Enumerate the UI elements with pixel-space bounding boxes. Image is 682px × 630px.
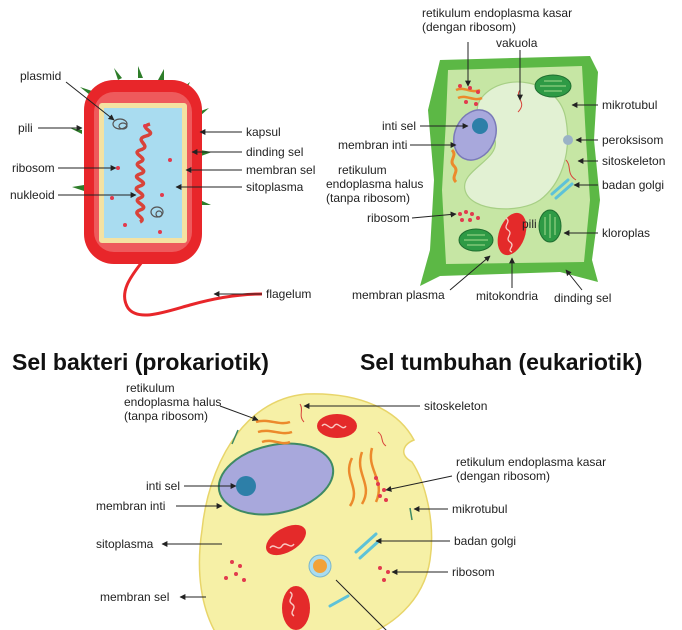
- animal-leaders: [161, 403, 453, 600]
- label-rek-kasar-2: (dengan ribosom): [422, 20, 516, 34]
- label-mikrotubul: mikrotubul: [602, 98, 657, 112]
- animal-cell-body: [198, 393, 433, 630]
- animal-ribosomes: [224, 560, 390, 582]
- label-plasmid: plasmid: [20, 69, 61, 83]
- animal-cell: [198, 393, 433, 630]
- label-a-badan-golgi: badan golgi: [454, 534, 516, 548]
- plant-cell: [420, 56, 600, 286]
- label-vakuola: vakuola: [496, 36, 538, 50]
- plant-peroxisome: [563, 135, 573, 145]
- label-badan-golgi: badan golgi: [602, 178, 664, 192]
- plant-title: Sel tumbuhan (eukariotik): [360, 349, 642, 375]
- label-membran-inti: membran inti: [338, 138, 407, 152]
- label-kapsul: kapsul: [246, 125, 281, 139]
- label-a-inti-sel: inti sel: [146, 479, 180, 493]
- label-pili: pili: [18, 121, 33, 135]
- animal-mitochondria: [266, 414, 357, 630]
- label-a-reh-1: retikulum: [126, 381, 175, 395]
- bacteria-plasmid: [112, 118, 164, 218]
- label-peroksisom: peroksisom: [602, 133, 663, 147]
- bacteria-flagellum: [123, 261, 263, 317]
- bacteria-ribosomes: [110, 124, 172, 234]
- label-a-mikrotubul: mikrotubul: [452, 502, 507, 516]
- label-sitoskeleton: sitoskeleton: [602, 154, 665, 168]
- animal-lysosome: [313, 559, 327, 573]
- plant-golgi: [550, 178, 574, 200]
- plant-chloroplasts: [458, 74, 572, 252]
- label-dinding-sel: dinding sel: [246, 145, 303, 159]
- animal-smooth-er: [255, 419, 293, 445]
- label-a-reh-3: (tanpa ribosom): [124, 409, 208, 423]
- label-ribosom: ribosom: [367, 211, 410, 225]
- label-reh-2: endoplasma halus: [326, 177, 423, 191]
- bacteria-labels: plasmid pili ribosom nukleoid kapsul din…: [10, 69, 315, 301]
- bacteria-title: Sel bakteri (prokariotik): [12, 349, 269, 375]
- animal-nucleolus: [236, 476, 256, 496]
- plant-leaders: [410, 42, 598, 291]
- label-pili: pili: [522, 217, 537, 231]
- label-nukleoid: nukleoid: [10, 188, 55, 202]
- label-mitokondria: mitokondria: [476, 289, 538, 303]
- label-reh-3: (tanpa ribosom): [326, 191, 410, 205]
- plant-labels: retikulum endoplasma kasar (dengan ribos…: [326, 6, 665, 305]
- bacteria-cell: [70, 66, 263, 317]
- label-rek-kasar-1: retikulum endoplasma kasar: [422, 6, 572, 20]
- plant-mitochondrion: [497, 212, 527, 256]
- label-a-sitoplasma: sitoplasma: [96, 537, 154, 551]
- animal-labels: retikulum endoplasma halus (tanpa riboso…: [96, 381, 606, 604]
- bacteria-leaders: [38, 81, 262, 297]
- plant-ribosomes: [458, 210, 480, 222]
- label-a-sitoskeleton: sitoskeleton: [424, 399, 487, 413]
- animal-nucleus: [217, 442, 335, 516]
- label-flagelum: flagelum: [266, 287, 311, 301]
- label-sitoplasma: sitoplasma: [246, 180, 304, 194]
- label-membran-plasma: membran plasma: [352, 288, 445, 302]
- label-kloroplas: kloroplas: [602, 226, 650, 240]
- label-inti-sel: inti sel: [382, 119, 416, 133]
- label-a-membran-sel: membran sel: [100, 590, 169, 604]
- label-reh-1: retikulum: [338, 163, 387, 177]
- animal-microtubules: [231, 429, 413, 521]
- plant-smooth-er: [450, 148, 458, 184]
- animal-rough-er: [347, 447, 381, 507]
- label-a-membran-inti: membran inti: [96, 499, 165, 513]
- label-membran-sel: membran sel: [246, 163, 315, 177]
- label-a-reh-2: endoplasma halus: [124, 395, 221, 409]
- label-a-ribosom: ribosom: [452, 565, 495, 579]
- animal-cytoskeleton: [299, 403, 387, 447]
- label-a-rek-2: (dengan ribosom): [456, 469, 550, 483]
- label-a-rek-1: retikulum endoplasma kasar: [456, 455, 606, 469]
- plant-nucleolus: [472, 118, 488, 134]
- label-dinding-sel: dinding sel: [554, 291, 611, 305]
- label-ribosom: ribosom: [12, 161, 55, 175]
